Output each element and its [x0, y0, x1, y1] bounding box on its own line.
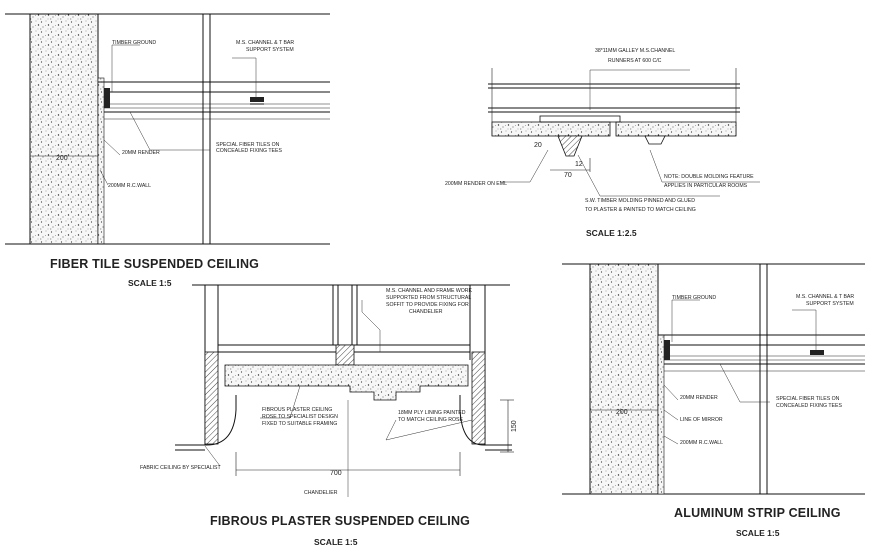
ms-channel-label-1: M.S. CHANNEL & T BAR [236, 40, 294, 46]
aluminum-title: ALUMINUM STRIP CEILING [674, 506, 841, 520]
galley-channel [539, 115, 621, 123]
wall-label: 200MM R.C.WALL [680, 440, 723, 446]
dim-20: 20 [534, 142, 542, 149]
timber-ground [664, 340, 670, 360]
fiber-tile-scale: SCALE 1:5 [128, 278, 172, 288]
ply-label-2: TO MATCH CEILING ROSE [398, 417, 463, 423]
concrete-wall [589, 263, 659, 495]
timber-block-centre [335, 344, 355, 366]
wall-label: 200MM R.C.WALL [108, 183, 151, 189]
frame-label-1: M.S. CHANNEL AND FRAME WORK [386, 288, 473, 294]
rose-label-1: FIBROUS PLASTER CEILING [262, 407, 332, 413]
frame-label-4: CHANDELIER [409, 309, 443, 315]
t-bar [250, 97, 264, 102]
timber-block-right [471, 351, 486, 445]
mirror-label: LINE OF MIRROR [680, 417, 723, 423]
ms-channel-label-2: SUPPORT SYSTEM [806, 301, 854, 307]
timber-ground-label: TIMBER GROUND [112, 40, 156, 46]
timber-ground-label: TIMBER GROUND [672, 295, 716, 301]
dim-12: 12 [575, 161, 583, 168]
frame-label-2: SUPPORTED FROM STRUCTURAL [386, 295, 471, 301]
dim-70: 70 [564, 172, 572, 179]
render-layer [657, 334, 665, 495]
rose-label-3: FIXED TO SUITABLE FRAMING [262, 421, 337, 427]
molding-label-2: TO PLASTER & PAINTED TO MATCH CEILING [585, 207, 696, 213]
galley-scale: SCALE 1:2.5 [586, 228, 637, 238]
timber-ground [104, 88, 110, 108]
galley-detail: 38*11MM GALLEY M.S.CHANNEL RUNNERS AT 60… [445, 48, 760, 238]
special-tiles-label-2: CONCEALED FIXING TEES [776, 403, 842, 409]
concrete-wall [29, 13, 99, 245]
runners-label-1: 38*11MM GALLEY M.S.CHANNEL [595, 48, 675, 54]
fiber-tile-title: FIBER TILE SUSPENDED CEILING [50, 257, 259, 271]
note-label-2: APPLIES IN PARTICULAR ROOMS [664, 183, 748, 189]
special-tiles-label-1: SPECIAL FIBER TILES ON [216, 142, 280, 148]
plaster-slab-left [491, 121, 611, 137]
runners-label-2: RUNNERS AT 600 C/C [608, 58, 662, 64]
dim-700: 700 [330, 470, 342, 477]
render-eml-label: 200MM RENDER ON EML [445, 181, 507, 187]
aluminum-scale: SCALE 1:5 [736, 528, 780, 538]
ms-channel-label-2: SUPPORT SYSTEM [246, 47, 294, 53]
timber-block-left [204, 351, 219, 445]
special-tiles-label-2: CONCEALED FIXING TEES [216, 148, 282, 154]
fibrous-title: FIBROUS PLASTER SUSPENDED CEILING [210, 514, 470, 528]
ply-label-1: 18MM PLY LINING PAINTED [398, 410, 466, 416]
timber-molding [557, 135, 583, 157]
special-tiles-label-1: SPECIAL FIBER TILES ON [776, 396, 840, 402]
dim-150: 150 [511, 420, 518, 432]
frame-label-3: SOFFIT TO PROVIDE FIXING FOR [386, 302, 469, 308]
plaster-slab-right [615, 121, 737, 137]
render-label: 20MM RENDER [122, 150, 160, 156]
fiber-tile-detail: 200 TIMBER GROUND M.S. CHANNEL & T BAR S… [5, 13, 330, 288]
ms-channel-label-1: M.S. CHANNEL & T BAR [796, 294, 854, 300]
fabric-label: FABRIC CEILING BY SPECIALIST [140, 465, 221, 471]
aluminum-detail: 200 TIMBER GROUND M.S. CHANNEL & T BAR S… [562, 263, 865, 538]
fibrous-scale: SCALE 1:5 [314, 537, 358, 547]
plaster-ceiling-rose [224, 364, 469, 401]
rose-label-2: ROSE TO SPECIALIST DESIGN [262, 414, 338, 420]
render-label: 20MM RENDER [680, 395, 718, 401]
t-bar [810, 350, 824, 355]
note-label-1: NOTE: DOUBLE MOLDING FEATURE [664, 174, 754, 180]
wall-dimension: 200 [616, 409, 628, 416]
fibrous-detail: M.S. CHANNEL AND FRAME WORK SUPPORTED FR… [140, 284, 518, 547]
wall-dimension: 200 [56, 155, 68, 162]
chandelier-label: CHANDELIER [304, 490, 338, 496]
render-layer [97, 77, 105, 245]
molding-label-1: S.W. TIMBER MOLDING PINNED AND GLUED [585, 198, 695, 204]
small-molding [644, 135, 666, 145]
